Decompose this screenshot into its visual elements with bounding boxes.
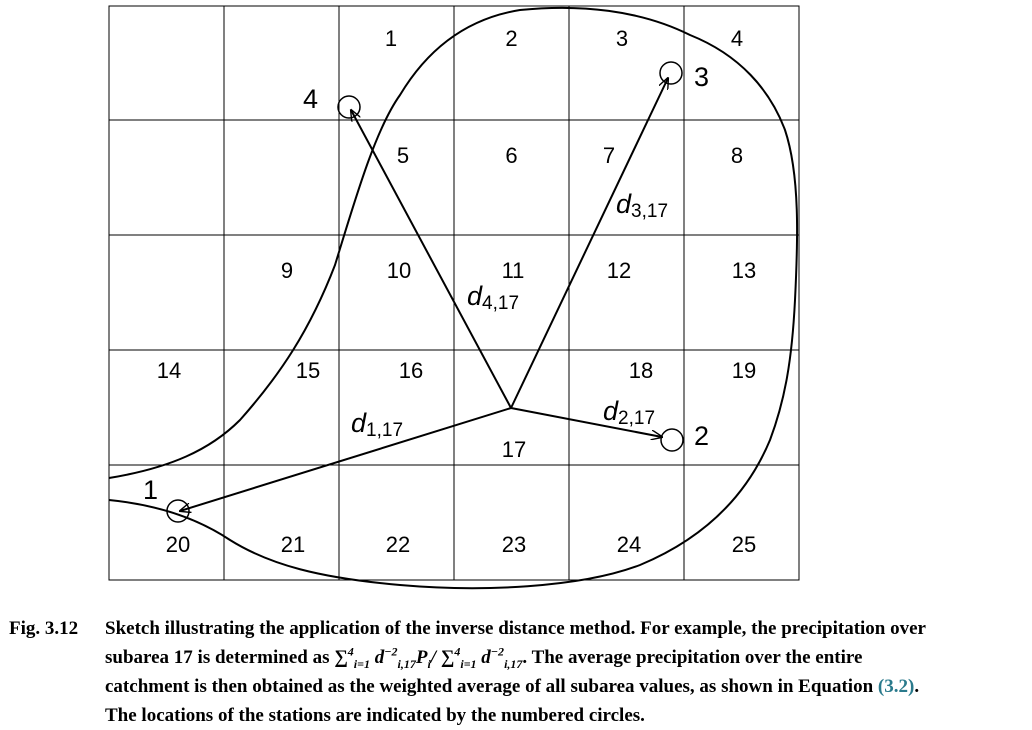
- subarea-grid: [108, 5, 800, 581]
- arrow-to-station-1: [180, 407, 512, 511]
- subarea-number-2: 2: [505, 26, 517, 51]
- station-1-circle: [166, 499, 190, 523]
- subarea-number-24: 24: [617, 532, 641, 557]
- subarea-number-1: 1: [385, 26, 397, 51]
- subarea-number-8: 8: [731, 143, 743, 168]
- subarea-number-22: 22: [386, 532, 410, 557]
- catchment-boundary: [108, 6, 799, 590]
- arrow-to-station-2: [510, 407, 662, 437]
- station-2-label: 2: [694, 421, 709, 451]
- caption-line-3: catchment is then obtained as the weight…: [105, 676, 920, 697]
- subarea-number-25: 25: [732, 532, 756, 557]
- station-1-label: 1: [143, 475, 158, 505]
- station-2-circle: [660, 428, 684, 452]
- subarea-number-5: 5: [397, 143, 409, 168]
- station-3-circle: [659, 61, 683, 85]
- distance-arrows: [180, 78, 668, 511]
- subarea-number-7: 7: [603, 143, 615, 168]
- subarea-number-10: 10: [387, 258, 411, 283]
- distance-label-1-17: d1,17: [351, 408, 403, 441]
- subarea-number-18: 18: [629, 358, 653, 383]
- subarea-number-13: 13: [732, 258, 756, 283]
- subarea-number-15: 15: [296, 358, 320, 383]
- subarea-number-6: 6: [505, 143, 517, 168]
- subarea-number-12: 12: [607, 258, 631, 283]
- subarea-number-23: 23: [502, 532, 526, 557]
- subarea-number-17: 17: [502, 437, 526, 462]
- distance-label-3-17: d3,17: [616, 189, 668, 222]
- station-markers: [166, 61, 684, 523]
- subarea-number-3: 3: [616, 26, 628, 51]
- figure-label: Fig. 3.12: [9, 618, 79, 639]
- inverse-distance-formula: ∑4i=1 d−2i,17Pi/ ∑4i=1 d−2i,17: [334, 644, 523, 671]
- distance-label-2-17: d2,17: [603, 396, 655, 429]
- caption-line-2: subarea 17 is determined as ∑4i=1 d−2i,1…: [105, 644, 863, 671]
- subarea-number-19: 19: [732, 358, 756, 383]
- caption-line-1: Sketch illustrating the application of t…: [105, 618, 926, 639]
- station-3-label: 3: [694, 62, 709, 92]
- subarea-number-14: 14: [157, 358, 181, 383]
- caption-line-4: The locations of the stations are indica…: [105, 705, 645, 726]
- subarea-number-21: 21: [281, 532, 305, 557]
- subarea-number-11: 11: [502, 258, 525, 283]
- arrow-to-station-4: [351, 110, 512, 409]
- subarea-number-20: 20: [166, 532, 190, 557]
- subarea-number-9: 9: [281, 258, 293, 283]
- equation-reference-link[interactable]: (3.2): [877, 676, 915, 697]
- subarea-number-16: 16: [399, 358, 423, 383]
- distance-label-4-17: d4,17: [467, 281, 519, 314]
- arrow-to-station-3: [510, 78, 668, 409]
- station-4-label: 4: [303, 84, 318, 114]
- station-4-circle: [337, 95, 361, 119]
- subarea-number-4: 4: [731, 26, 743, 51]
